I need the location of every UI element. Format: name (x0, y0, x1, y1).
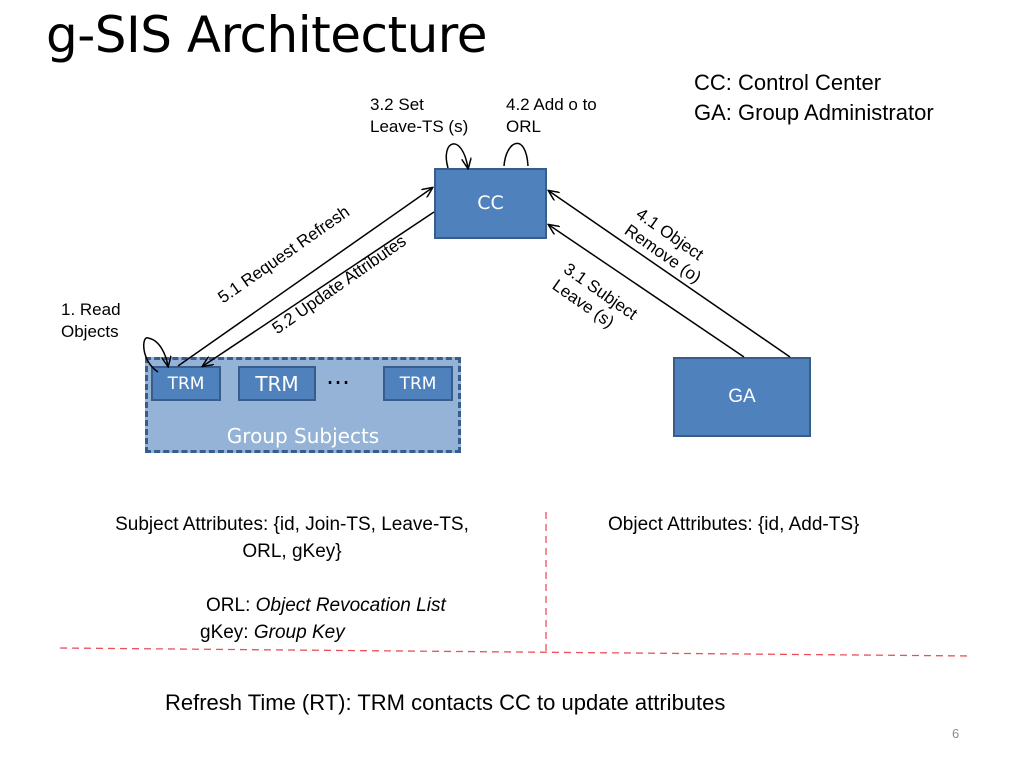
ga-node: GA (673, 357, 811, 437)
gkey-definition: gKey: Group Key (200, 619, 345, 646)
arrow-request-refresh (177, 188, 432, 367)
loop-read-objects (143, 337, 168, 373)
orl-definition: ORL: Object Revocation List (206, 592, 446, 619)
label-add-o-line2: ORL (506, 117, 541, 136)
orl-label: ORL: (206, 595, 256, 616)
group-subjects-label: Group Subjects (226, 424, 380, 448)
trm-node-1: TRM (151, 366, 221, 401)
label-add-o-to-orl: 4.2 Add o to ORL (506, 94, 597, 138)
label-add-o-line1: 4.2 Add o to (506, 95, 597, 114)
slide-title: g-SIS Architecture (46, 6, 488, 64)
arrow-subject-leave (549, 225, 745, 358)
page-number: 6 (952, 726, 960, 741)
label-set-leave-line2: Leave-TS (s) (370, 117, 469, 136)
cc-node: CC (434, 168, 547, 239)
trm-node-2: TRM (238, 366, 316, 401)
subject-attributes-line2: ORL, gKey} (242, 541, 342, 562)
gkey-value: Group Key (253, 622, 345, 643)
arrow-object-remove (549, 191, 791, 358)
trm-node-3: TRM (383, 366, 453, 401)
legend-ga: GA: Group Administrator (694, 100, 934, 125)
legend: CC: Control Center GA: Group Administrat… (694, 68, 934, 128)
label-set-leave-line1: 3.2 Set (370, 95, 424, 114)
loop-add-o-to-orl (503, 142, 529, 167)
label-read-objects: 1. Read Objects (61, 299, 121, 343)
loop-set-leave-ts (445, 143, 468, 168)
orl-value: Object Revocation List (255, 595, 446, 616)
arrow-update-attributes (203, 211, 435, 366)
subject-attributes: Subject Attributes: {id, Join-TS, Leave-… (60, 511, 524, 565)
divider-horizontal (59, 647, 973, 657)
trm-ellipsis: … (326, 362, 350, 390)
label-read-objects-line2: Objects (61, 322, 119, 341)
object-attributes: Object Attributes: {id, Add-TS} (608, 514, 860, 535)
gkey-label: gKey: (200, 622, 254, 643)
subject-attributes-line1: Subject Attributes: {id, Join-TS, Leave-… (115, 514, 469, 535)
label-read-objects-line1: 1. Read (61, 300, 121, 319)
label-set-leave-ts: 3.2 Set Leave-TS (s) (370, 94, 468, 138)
legend-cc: CC: Control Center (694, 70, 882, 95)
refresh-time-note: Refresh Time (RT): TRM contacts CC to up… (165, 690, 726, 715)
